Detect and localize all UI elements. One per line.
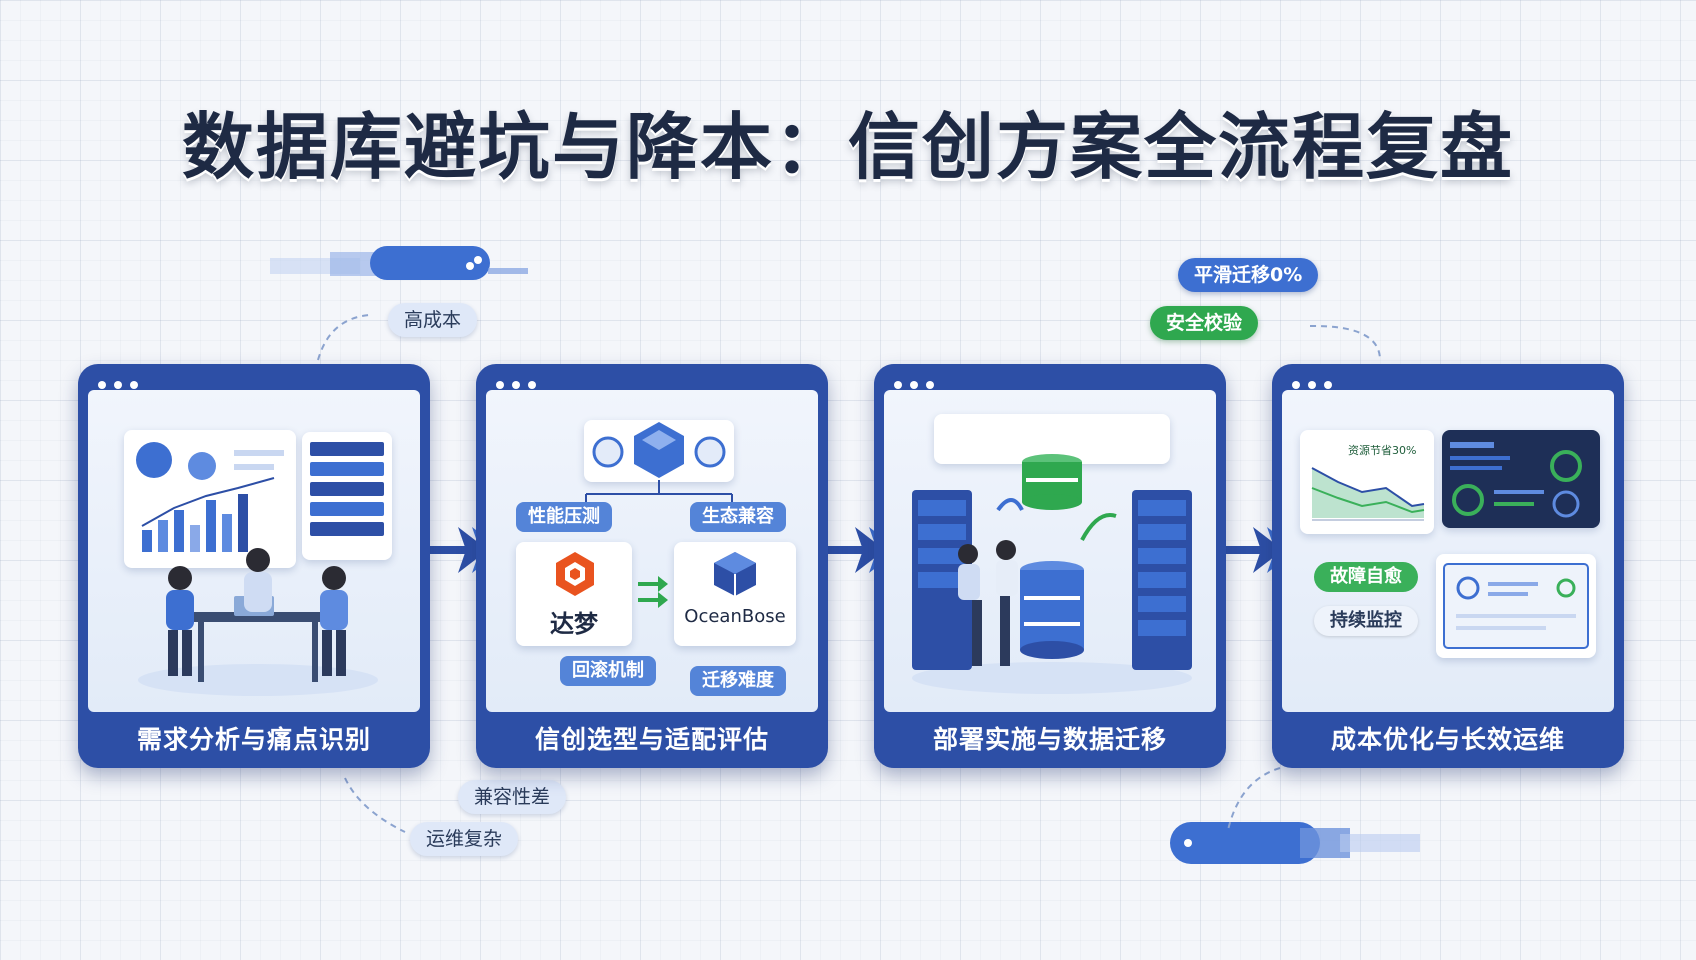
step-1-label: 需求分析与痛点识别 (136, 725, 371, 754)
decorative-streak-bottom (1170, 822, 1420, 864)
tag-compat: 兼容性差 (458, 780, 567, 814)
green-arrows-icon (638, 576, 668, 608)
bar-chart-icon (136, 442, 284, 552)
step-2-illustration: 性能压测 生态兼容 达梦 OceanBose 回滚机制 迁移难度 (486, 390, 818, 712)
meeting-people-illustration (138, 548, 378, 696)
step-4-label: 成本优化与长效运维 (1330, 725, 1565, 754)
cube-network-icon (592, 422, 726, 478)
server-migration-illustration (912, 454, 1192, 694)
product-b-logo-icon (714, 552, 756, 596)
evaluation-hub-card (584, 420, 734, 482)
step-panel-4: 资源节省30% 故障自愈 持续监控 (1272, 364, 1624, 768)
difficulty-label: 迁移难度 (690, 666, 786, 696)
monitor-display-card (1436, 554, 1596, 658)
window-dots (98, 374, 146, 393)
rollback-label: 回滚机制 (560, 656, 656, 686)
continuous-monitor-label: 持续监控 (1314, 606, 1418, 636)
window-dots (894, 374, 942, 393)
window-dots (1292, 374, 1340, 393)
tag-high-cost: 高成本 (388, 303, 478, 337)
perf-test-label: 性能压测 (516, 502, 612, 532)
step-3-label: 部署实施与数据迁移 (932, 725, 1167, 754)
step-4-illustration: 资源节省30% 故障自愈 持续监控 (1282, 390, 1614, 712)
tag-ops: 运维复杂 (410, 822, 519, 856)
step-3-illustration (884, 390, 1216, 712)
area-chart-icon (1311, 467, 1425, 521)
step-panel-1: 需求分析与痛点识别 (78, 364, 430, 768)
product-b-card: OceanBose (674, 542, 796, 646)
product-a-logo-icon (556, 552, 594, 596)
dashboard-gauge-icon (1450, 442, 1582, 518)
step-1-illustration (88, 390, 420, 712)
product-b-name: OceanBose (684, 606, 786, 627)
tag-smooth-migration: 平滑迁移0% (1178, 258, 1319, 292)
server-list-card (302, 432, 392, 560)
analytics-dashboard-card (124, 430, 296, 568)
step-panel-3: 部署实施与数据迁移 (874, 364, 1226, 768)
product-a-card: 达梦 (516, 542, 632, 646)
step-2-label: 信创选型与适配评估 (534, 725, 769, 754)
eco-compat-label: 生态兼容 (690, 502, 786, 532)
server-rack-icon (310, 442, 384, 536)
window-dots (496, 374, 544, 393)
step-panel-2: 性能压测 生态兼容 达梦 OceanBose 回滚机制 迁移难度 信创选型与适配… (476, 364, 828, 768)
self-heal-label: 故障自愈 (1314, 562, 1418, 592)
decorative-streak-top (270, 246, 528, 280)
monitor-icon (1443, 563, 1589, 649)
tag-safety-check: 安全校验 (1150, 306, 1259, 340)
product-a-name: 达梦 (550, 610, 598, 638)
cost-chart-card: 资源节省30% (1300, 430, 1434, 534)
monitoring-screen-card (1442, 430, 1600, 528)
resource-saving-label: 资源节省30% (1348, 444, 1417, 457)
page-title: 数据库避坑与降本：信创方案全流程复盘 (181, 105, 1514, 189)
